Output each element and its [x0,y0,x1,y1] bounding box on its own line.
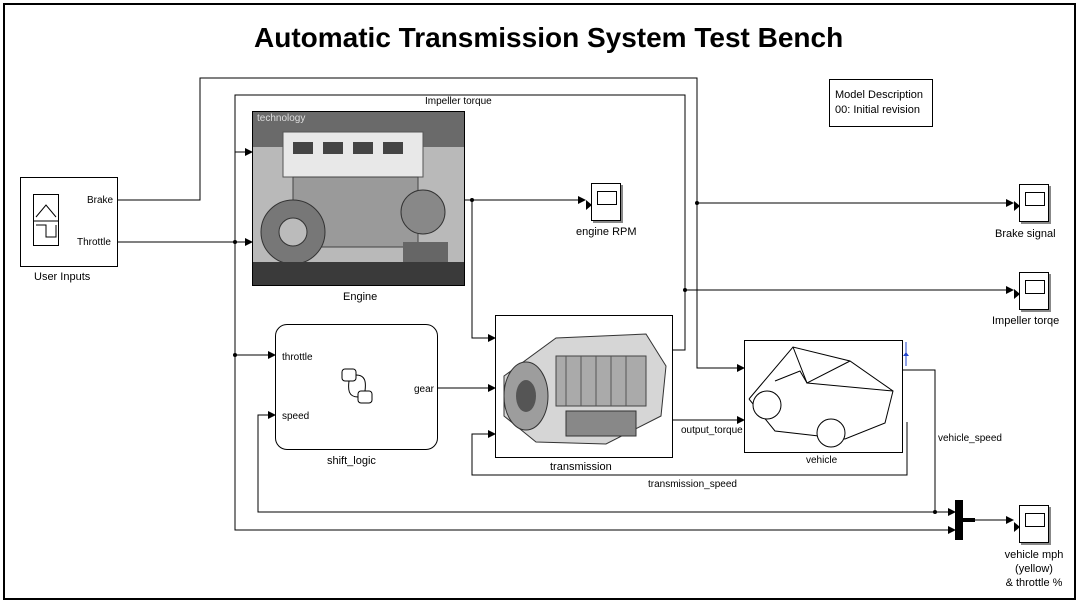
scope-brake-signal-label: Brake signal [995,228,1056,240]
signal-impeller-torque: Impeller torque [425,96,492,107]
transmission-image [496,316,672,457]
signal-builder-icon [33,194,59,246]
scope-engine-rpm-label: engine RPM [576,226,637,238]
user-inputs-label: User Inputs [34,271,91,283]
diagram-frame [3,3,1076,600]
wire-vehicle-speed [903,369,956,516]
mux-block [955,500,963,540]
wire-speed-shift [257,411,935,513]
model-description-block[interactable]: Model Description 00: Initial revision [829,79,933,127]
vehicle-image [748,346,894,448]
wire-transmission-speed [471,422,908,476]
signal-vehicle-speed: vehicle_speed [938,433,1002,444]
shift-logic-block[interactable]: throttle speed gear [275,324,438,450]
port-speed-in: speed [282,411,310,422]
port-gear-out: gear [414,384,435,395]
vehicle-block[interactable] [744,340,903,453]
stateflow-icon [341,368,373,404]
wire-impeller-torque [234,94,686,351]
wire-brake [118,77,1014,207]
scope-engine-rpm[interactable] [586,183,621,221]
vehicle-label: vehicle [806,455,838,466]
transmission-block[interactable] [495,315,673,458]
wire-rpm-trans [471,200,496,342]
scope-vehicle-mph-label: vehicle mph (yellow) & throttle % [1003,548,1065,590]
scope-vehicle-mph-line1: vehicle mph [1004,549,1064,561]
scope-impeller-torque-label: Impeller torqe [992,315,1060,327]
shift-logic-label: shift_logic [327,455,376,467]
port-throttle-in: throttle [282,352,313,363]
signal-output-torque: output_torque [681,425,743,436]
port-throttle: Throttle [77,237,111,248]
page-title: Automatic Transmission System Test Bench [254,22,844,53]
user-inputs-block[interactable]: Brake Throttle [20,177,118,267]
scope-vehicle-mph[interactable] [1014,505,1049,543]
model-description-line2: 00: Initial revision [835,104,920,116]
scope-brake-signal[interactable] [1014,184,1049,222]
transmission-label: transmission [550,461,612,473]
model-description-line1: Model Description [835,89,924,101]
engine-label: Engine [343,291,378,303]
wire-brake-vehicle [696,203,745,372]
port-brake: Brake [87,195,114,206]
engine-image [253,112,464,285]
scope-vehicle-mph-line3: & throttle % [1005,577,1063,589]
wire-throttle-branch [234,242,956,534]
signal-transmission-speed: transmission_speed [648,479,737,490]
scope-vehicle-mph-line2: (yellow) [1015,563,1053,575]
engine-image-watermark: technology [257,113,306,124]
engine-block[interactable]: technology [252,111,465,286]
scope-impeller-torque[interactable] [1014,272,1049,310]
